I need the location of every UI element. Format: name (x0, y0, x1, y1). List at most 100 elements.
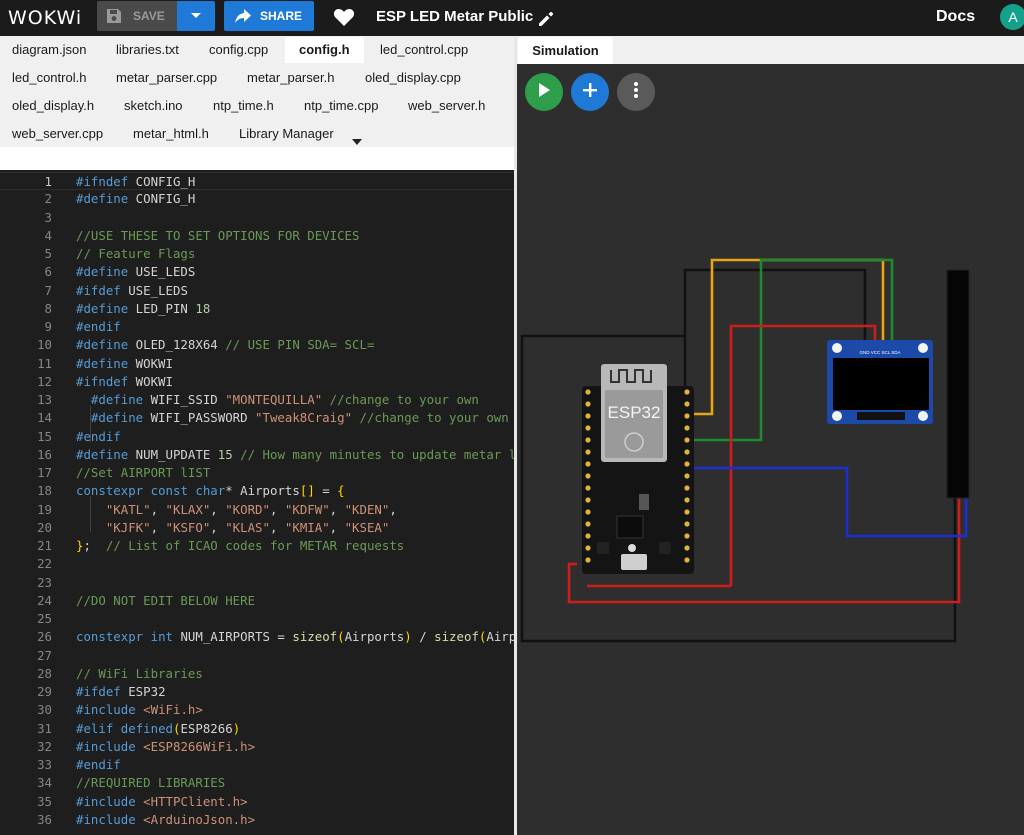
tab-config-cpp[interactable]: config.cpp (209, 42, 269, 57)
pencil-icon[interactable] (536, 9, 556, 34)
panel-divider[interactable] (514, 36, 518, 835)
line-number: 36 (37, 811, 52, 827)
tab-ntp-time-h[interactable]: ntp_time.h (213, 98, 274, 113)
code-line[interactable]: 25 (0, 610, 517, 628)
avatar[interactable]: A (1000, 4, 1024, 30)
code-line[interactable]: 33#endif (0, 756, 517, 774)
code-line[interactable]: 24//DO NOT EDIT BELOW HERE (0, 592, 517, 610)
chevron-down-icon[interactable] (352, 132, 362, 150)
tab-sketch-ino[interactable]: sketch.ino (124, 98, 183, 113)
wire-red[interactable] (567, 324, 961, 604)
tab-oled-display-cpp[interactable]: oled_display.cpp (365, 70, 461, 85)
line-number: 13 (37, 392, 52, 407)
wire-green[interactable] (687, 258, 894, 442)
code-line[interactable]: 14 #define WIFI_PASSWORD "Tweak8Craig" /… (0, 409, 517, 427)
code-line[interactable]: 31#elif defined(ESP8266) (0, 720, 517, 738)
tab-led-control-h[interactable]: led_control.h (12, 70, 87, 85)
wire-black[interactable] (520, 268, 957, 643)
code-line[interactable]: 36#include <ArduinoJson.h> (0, 811, 517, 829)
code-line[interactable]: 16#define NUM_UPDATE 15 // How many minu… (0, 446, 517, 464)
more-options-button[interactable] (617, 73, 655, 111)
code-text: #ifdef ESP32 (76, 684, 166, 699)
tab-diagram-json[interactable]: diagram.json (12, 42, 87, 57)
code-line[interactable]: 30#include <WiFi.h> (0, 701, 517, 719)
code-line[interactable]: 34 //REQUIRED LIBRARIES (0, 774, 517, 792)
tab-ntp-time-cpp[interactable]: ntp_time.cpp (304, 98, 379, 113)
code-line[interactable]: 21}; // List of ICAO codes for METAR req… (0, 537, 517, 555)
code-line[interactable]: 3 (0, 209, 517, 227)
esp32-board[interactable]: ESP32 (582, 364, 694, 574)
code-line[interactable]: 13 #define WIFI_SSID "MONTEQUILLA" //cha… (0, 391, 517, 409)
code-text: #ifndef CONFIG_H (76, 174, 196, 189)
line-number: 34 (37, 775, 52, 791)
tab-web-server-h[interactable]: web_server.h (408, 98, 486, 113)
code-line[interactable]: 28// WiFi Libraries (0, 665, 517, 683)
line-number: 5 (44, 246, 52, 261)
tab-metar-parser-h[interactable]: metar_parser.h (247, 70, 335, 85)
line-number: 24 (37, 592, 52, 608)
tab-led-control-cpp[interactable]: led_control.cpp (380, 42, 469, 57)
add-part-button[interactable] (571, 73, 609, 111)
line-number: 18 (37, 483, 52, 499)
share-button[interactable]: SHARE (224, 1, 314, 31)
code-line[interactable]: 18 constexpr const char* Airports[] = { (0, 482, 517, 500)
save-dropdown-button[interactable] (177, 1, 215, 31)
start-simulation-button[interactable] (525, 73, 563, 111)
code-line[interactable]: 19 "KATL", "KLAX", "KORD", "KDFW", "KDEN… (0, 501, 517, 519)
oled-display[interactable]: GND VCC SCL SDA (827, 340, 933, 424)
circuit-diagram: ESP32 GND VCC SCL SDA (520, 258, 970, 643)
code-line[interactable]: 12#ifndef WOKWI (0, 373, 517, 391)
wokwi-logo[interactable]: WOKWi (8, 7, 83, 29)
editor-toolbar-space (0, 147, 517, 170)
tab-library-manager[interactable]: Library Manager (239, 126, 334, 141)
code-line[interactable]: 17//Set AIRPORT lIST (0, 464, 517, 482)
docs-link[interactable]: Docs (936, 8, 976, 25)
tab-libraries-txt[interactable]: libraries.txt (116, 42, 179, 57)
tab-config-h[interactable]: config.h (285, 37, 364, 63)
oled-screen (833, 358, 929, 410)
wire-blue[interactable] (687, 466, 968, 538)
code-line[interactable]: 7#ifdef USE_LEDS (0, 282, 517, 300)
code-text: #elif defined(ESP8266) (76, 720, 241, 736)
code-line[interactable]: 20 "KJFK", "KSFO", "KLAS", "KMIA", "KSEA… (0, 519, 517, 537)
code-line[interactable]: 32#include <ESP8266WiFi.h> (0, 738, 517, 756)
code-line[interactable]: 22 (0, 555, 517, 573)
code-text: constexpr const char* Airports[] = { (76, 483, 345, 499)
code-text: #define WIFI_PASSWORD "Tweak8Craig" //ch… (90, 410, 509, 426)
tab-metar-parser-cpp[interactable]: metar_parser.cpp (116, 70, 218, 85)
code-line[interactable]: 5// Feature Flags (0, 245, 517, 263)
code-line[interactable]: 6#define USE_LEDS (0, 263, 517, 281)
tab-oled-display-h[interactable]: oled_display.h (12, 98, 95, 113)
led-strip[interactable] (946, 269, 970, 499)
code-line[interactable]: 1#ifndef CONFIG_H (0, 172, 517, 190)
tab-web-server-cpp[interactable]: web_server.cpp (12, 126, 104, 141)
code-line[interactable]: 15#endif (0, 428, 517, 446)
code-line[interactable]: 2#define CONFIG_H (0, 190, 517, 208)
wire-yellow[interactable] (687, 258, 885, 416)
play-icon (537, 82, 551, 103)
heart-icon[interactable] (333, 7, 355, 32)
code-line[interactable]: 9#endif (0, 318, 517, 336)
line-number: 11 (37, 355, 52, 371)
code-line[interactable]: 23 (0, 574, 517, 592)
code-line[interactable]: 11#define WOKWI (0, 355, 517, 373)
code-line[interactable]: 27 (0, 647, 517, 665)
code-line[interactable]: 10#define OLED_128X64 // USE PIN SDA= SC… (0, 336, 517, 354)
save-button[interactable]: SAVE (97, 1, 177, 31)
code-line[interactable]: 4//USE THESE TO SET OPTIONS FOR DEVICES (0, 227, 517, 245)
esp32-chip-label: ESP32 (608, 403, 661, 422)
code-line[interactable]: 35#include <HTTPClient.h> (0, 793, 517, 811)
top-bar: WOKWi SAVE SHARE ESP LED Metar Publi (0, 0, 1024, 36)
code-line[interactable]: 29#ifdef ESP32 (0, 683, 517, 701)
code-line[interactable]: 8#define LED_PIN 18 (0, 300, 517, 318)
project-title[interactable]: ESP LED Metar Public (376, 8, 534, 25)
code-text: //REQUIRED LIBRARIES (76, 775, 226, 791)
tab-metar-html-h[interactable]: metar_html.h (133, 126, 209, 141)
oled-pin-labels: GND VCC SCL SDA (859, 350, 900, 355)
code-text: constexpr int NUM_AIRPORTS = sizeof(Airp… (76, 629, 517, 645)
line-number: 3 (44, 209, 52, 225)
tab-simulation[interactable]: Simulation (518, 37, 613, 64)
indent-guide (90, 496, 91, 532)
